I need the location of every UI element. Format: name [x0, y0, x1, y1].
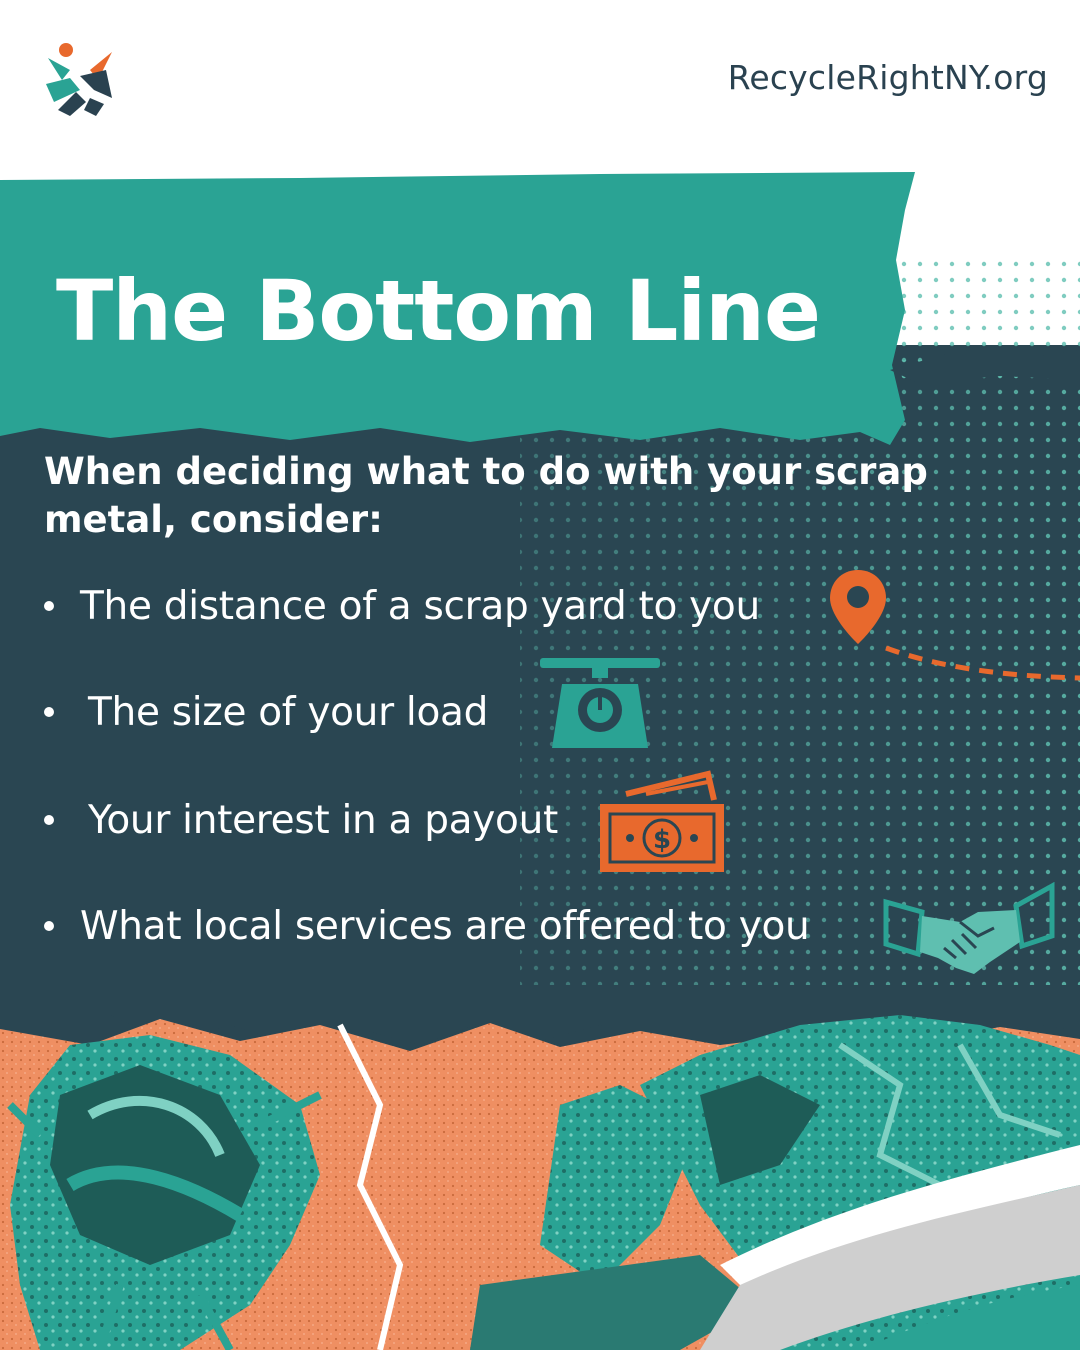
dollar-bill-icon: $ [600, 770, 724, 872]
kitchen-scale-icon [540, 658, 660, 748]
list-item: The size of your load [44, 682, 488, 742]
list-item-text: What local services are offered to you [80, 903, 810, 949]
header: RecycleRightNY.org [0, 0, 1080, 170]
bullet-dot [44, 601, 54, 611]
list-item-text: Your interest in a payout [88, 797, 559, 843]
site-url[interactable]: RecycleRightNY.org [727, 58, 1048, 97]
bullet-dot [44, 815, 54, 825]
scrap-metal-pile-collage-icon [0, 985, 1080, 1350]
list-item: What local services are offered to you [44, 896, 810, 956]
bullet-dot [44, 707, 54, 717]
page-title: The Bottom Line [56, 262, 821, 360]
consideration-list: The distance of a scrap yard to you The … [44, 576, 810, 956]
title-banner [0, 172, 1080, 445]
svg-text:$: $ [653, 825, 671, 855]
list-item-text: The size of your load [88, 689, 489, 735]
list-item: Your interest in a payout [44, 790, 558, 850]
recycle-right-ny-logo-icon [46, 43, 112, 116]
handshake-icon [883, 882, 1055, 974]
list-item-text: The distance of a scrap yard to you [80, 583, 760, 629]
list-item: The distance of a scrap yard to you [44, 576, 760, 636]
intro-text: When deciding what to do with your scrap… [44, 450, 928, 541]
bullet-dot [44, 921, 54, 931]
location-pin-icon [830, 570, 1080, 681]
